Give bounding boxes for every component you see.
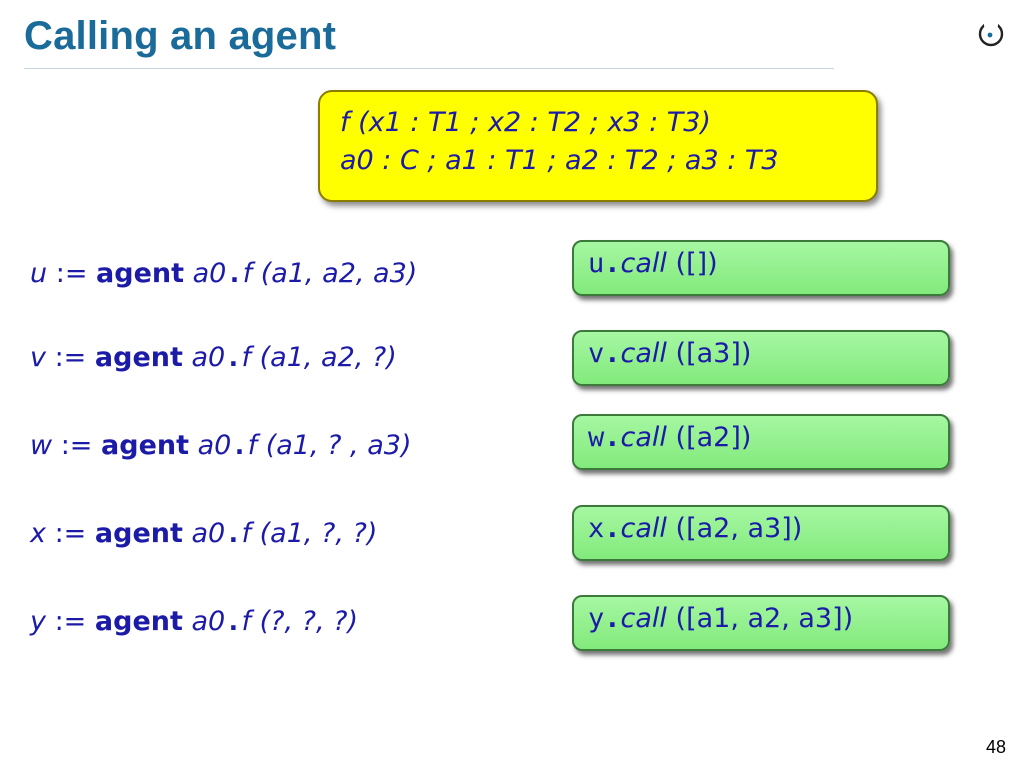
assignment-w: w := agent a0.f (a1, ? , a3) — [30, 430, 412, 461]
slide-title: Calling an agent — [24, 14, 337, 58]
call-box-y: y.call ([a1, a2, a3]) — [572, 595, 950, 651]
assignment-y: y := agent a0.f (?, ?, ?) — [30, 606, 358, 637]
title-underline — [24, 68, 834, 69]
call-box-w: w.call ([a2]) — [572, 414, 950, 470]
assignment-u: u := agent a0.f (a1, a2, a3) — [30, 258, 418, 289]
call-box-x: x.call ([a2, a3]) — [572, 505, 950, 561]
call-box-v: v.call ([a3]) — [572, 330, 950, 386]
assignment-x: x := agent a0.f (a1, ?, ?) — [30, 518, 378, 549]
eiffel-logo-icon — [978, 21, 1004, 47]
declaration-line-1: f (x1 : T1 ; x2 : T2 ; x3 : T3) — [340, 107, 711, 138]
declaration-box: f (x1 : T1 ; x2 : T2 ; x3 : T3) a0 : C ;… — [318, 90, 878, 202]
assignment-v: v := agent a0.f (a1, a2, ?) — [30, 342, 397, 373]
call-box-u: u.call ([]) — [572, 240, 950, 296]
page-number: 48 — [985, 737, 1006, 757]
declaration-line-2: a0 : C ; a1 : T1 ; a2 : T2 ; a3 : T3 — [340, 145, 779, 176]
